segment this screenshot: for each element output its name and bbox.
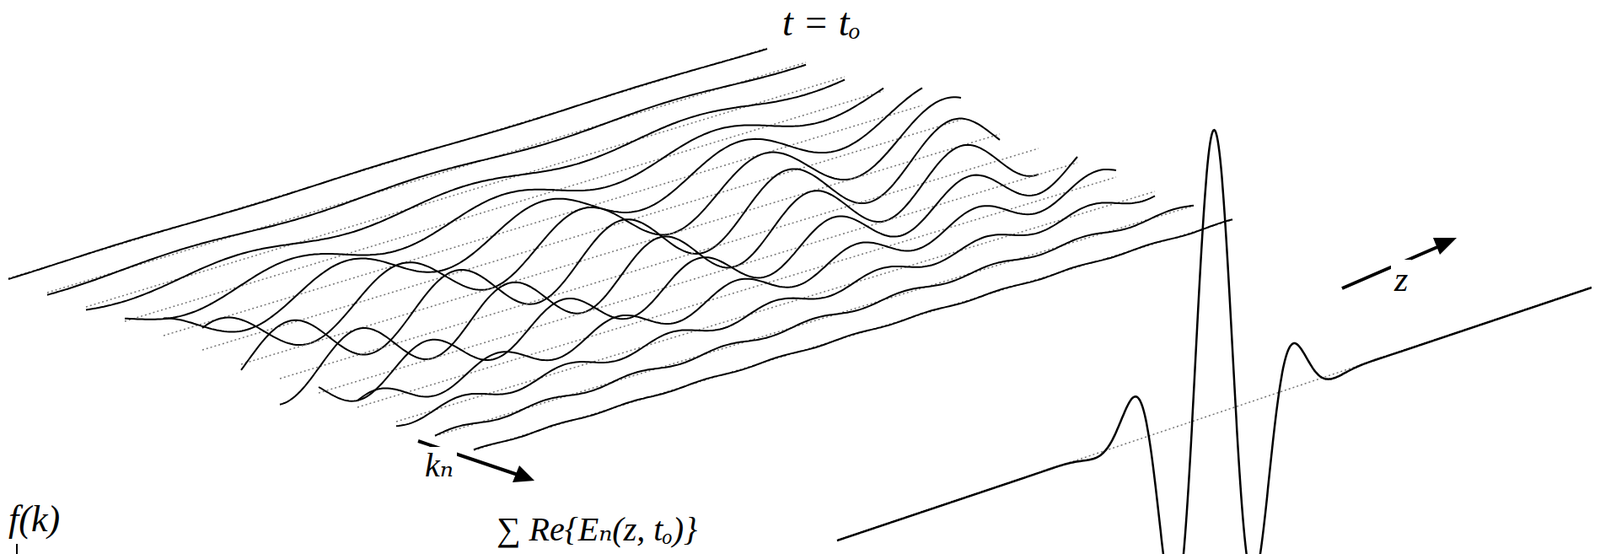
component-wave xyxy=(318,156,1078,402)
component-wave xyxy=(279,144,1039,405)
math-label: ∑ Re{Eₙ(z, tₒ)} xyxy=(493,510,701,548)
baseline xyxy=(318,162,1078,393)
math-label: f(k) xyxy=(5,499,64,540)
component-wave xyxy=(434,205,1194,436)
baseline xyxy=(396,191,1155,422)
math-label: kₙ xyxy=(421,446,457,484)
math-label: t = tₒ xyxy=(778,1,865,45)
component-wave xyxy=(85,80,845,311)
baseline xyxy=(473,220,1233,451)
pulse-wave xyxy=(837,129,1592,554)
math-label: z xyxy=(1390,259,1412,299)
summed-pulse xyxy=(837,129,1592,554)
baseline xyxy=(279,148,1039,379)
z-arrowhead xyxy=(1433,237,1457,255)
component-wave xyxy=(357,169,1117,401)
k-arrowhead xyxy=(512,465,535,483)
component-wave xyxy=(396,195,1155,426)
fk-axis xyxy=(16,543,18,554)
baseline xyxy=(434,205,1194,436)
baseline xyxy=(85,76,845,307)
component-wave xyxy=(473,219,1233,450)
baseline xyxy=(8,48,768,279)
component-wave xyxy=(202,96,962,345)
baseline xyxy=(357,177,1117,408)
component-wave xyxy=(241,118,1000,371)
baseline xyxy=(202,119,962,350)
fourier-components xyxy=(8,48,1233,451)
baseline xyxy=(47,62,806,293)
